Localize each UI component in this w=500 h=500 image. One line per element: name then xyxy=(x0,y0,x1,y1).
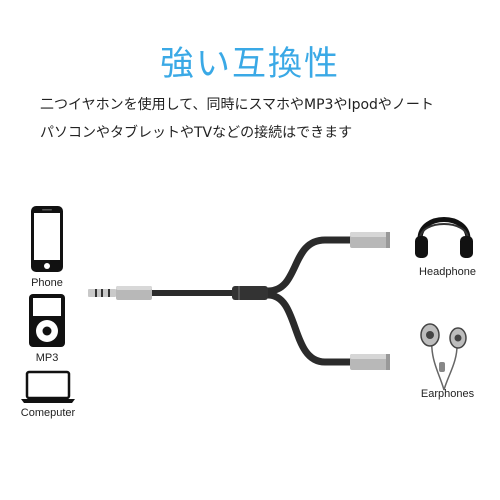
earphones-icon xyxy=(420,323,467,391)
phone-icon xyxy=(31,206,63,272)
headphone-label: Headphone xyxy=(419,266,476,278)
computer-label: Comeputer xyxy=(20,407,76,419)
page-title: 強い互換性 xyxy=(160,44,340,84)
description-line-2: パソコンやタブレットやTVなどの接続はできます xyxy=(40,125,353,141)
description-line-1: 二つイヤホンを使用して、同時にスマホやMP3やIpodやノート xyxy=(40,97,434,113)
earphones-label: Earphones xyxy=(420,388,475,400)
mp3-player-icon xyxy=(29,294,65,347)
phone-label: Phone xyxy=(31,277,63,289)
headphone-icon xyxy=(415,217,473,258)
laptop-icon xyxy=(21,370,75,403)
mp3-label: MP3 xyxy=(35,352,59,364)
